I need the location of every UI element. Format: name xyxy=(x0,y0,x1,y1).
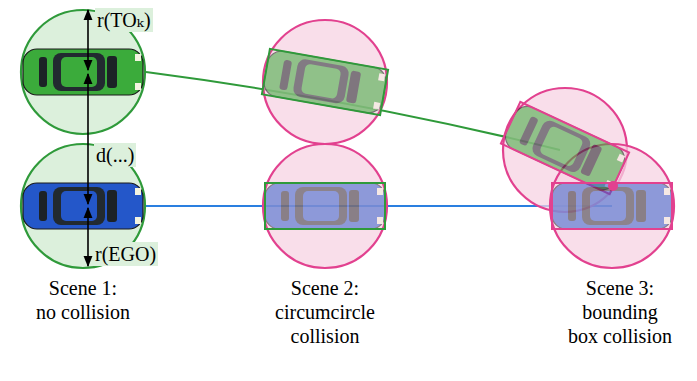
car xyxy=(501,102,629,194)
scene-caption: Scene 3: bounding box collision xyxy=(555,276,685,348)
circumcircle xyxy=(263,144,387,268)
dimension-arrow xyxy=(87,74,89,204)
radius-label: r(TOₖ) xyxy=(95,8,153,32)
car xyxy=(262,49,388,115)
dimension-arrow xyxy=(87,10,89,70)
collision-point xyxy=(608,181,618,191)
car xyxy=(265,183,385,229)
car xyxy=(23,49,143,95)
scene-caption: Scene 1: no collision xyxy=(27,276,139,324)
dimension-arrow xyxy=(87,208,89,266)
distance-label: d(...) xyxy=(94,143,136,167)
car xyxy=(23,183,143,229)
radius-label: r(EGO) xyxy=(93,242,158,266)
scene-caption: Scene 2: circumcircle collision xyxy=(260,276,390,348)
